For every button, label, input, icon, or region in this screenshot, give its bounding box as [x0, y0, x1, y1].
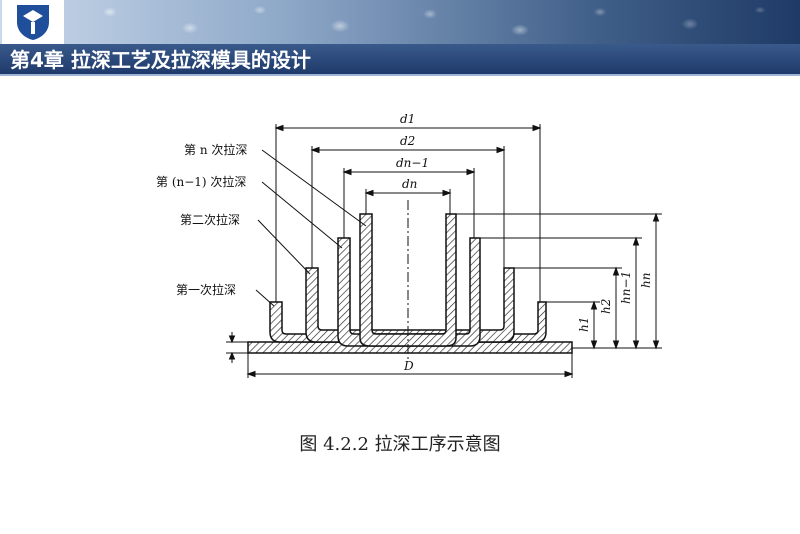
- dim-d2: d2: [400, 134, 415, 148]
- dim-dn-minus-1: dn−1: [396, 156, 429, 170]
- dim-hn: hn: [639, 273, 653, 288]
- leader-lines: [255, 149, 367, 307]
- dim-hn-minus-1: hn−1: [619, 271, 633, 304]
- dim-d1: d1: [400, 112, 415, 126]
- page-title: 第4章 拉深工艺及拉深模具的设计: [10, 48, 311, 72]
- cup-step-n-minus-1: [337, 237, 481, 347]
- top-dimensions: [274, 124, 542, 302]
- dim-h1: h1: [577, 317, 591, 332]
- header-banner: [0, 0, 800, 44]
- right-dimensions: [456, 212, 662, 350]
- title-bar: [0, 44, 800, 76]
- shield-logo-icon: [17, 5, 49, 40]
- cup-step-2: [305, 267, 515, 343]
- dim-D: D: [403, 359, 414, 373]
- dim-dn: dn: [402, 177, 417, 191]
- dim-h2: h2: [599, 299, 613, 314]
- deep-drawing-diagram: d1 d2 dn−1 dn D h1 h2 hn−1 hn: [156, 112, 662, 378]
- cup-step-n: [359, 213, 457, 347]
- label-step-n: 第 n 次拉深: [184, 142, 247, 157]
- label-step-2: 第二次拉深: [180, 212, 240, 227]
- label-step-1: 第一次拉深: [176, 282, 236, 297]
- label-step-n-minus-1: 第 (n−1) 次拉深: [156, 174, 246, 189]
- thickness-mark: [226, 332, 248, 363]
- bottom-dimension: [246, 353, 574, 378]
- university-logo: [2, 0, 64, 44]
- figure-caption: 图 4.2.2 拉深工序示意图: [299, 434, 501, 455]
